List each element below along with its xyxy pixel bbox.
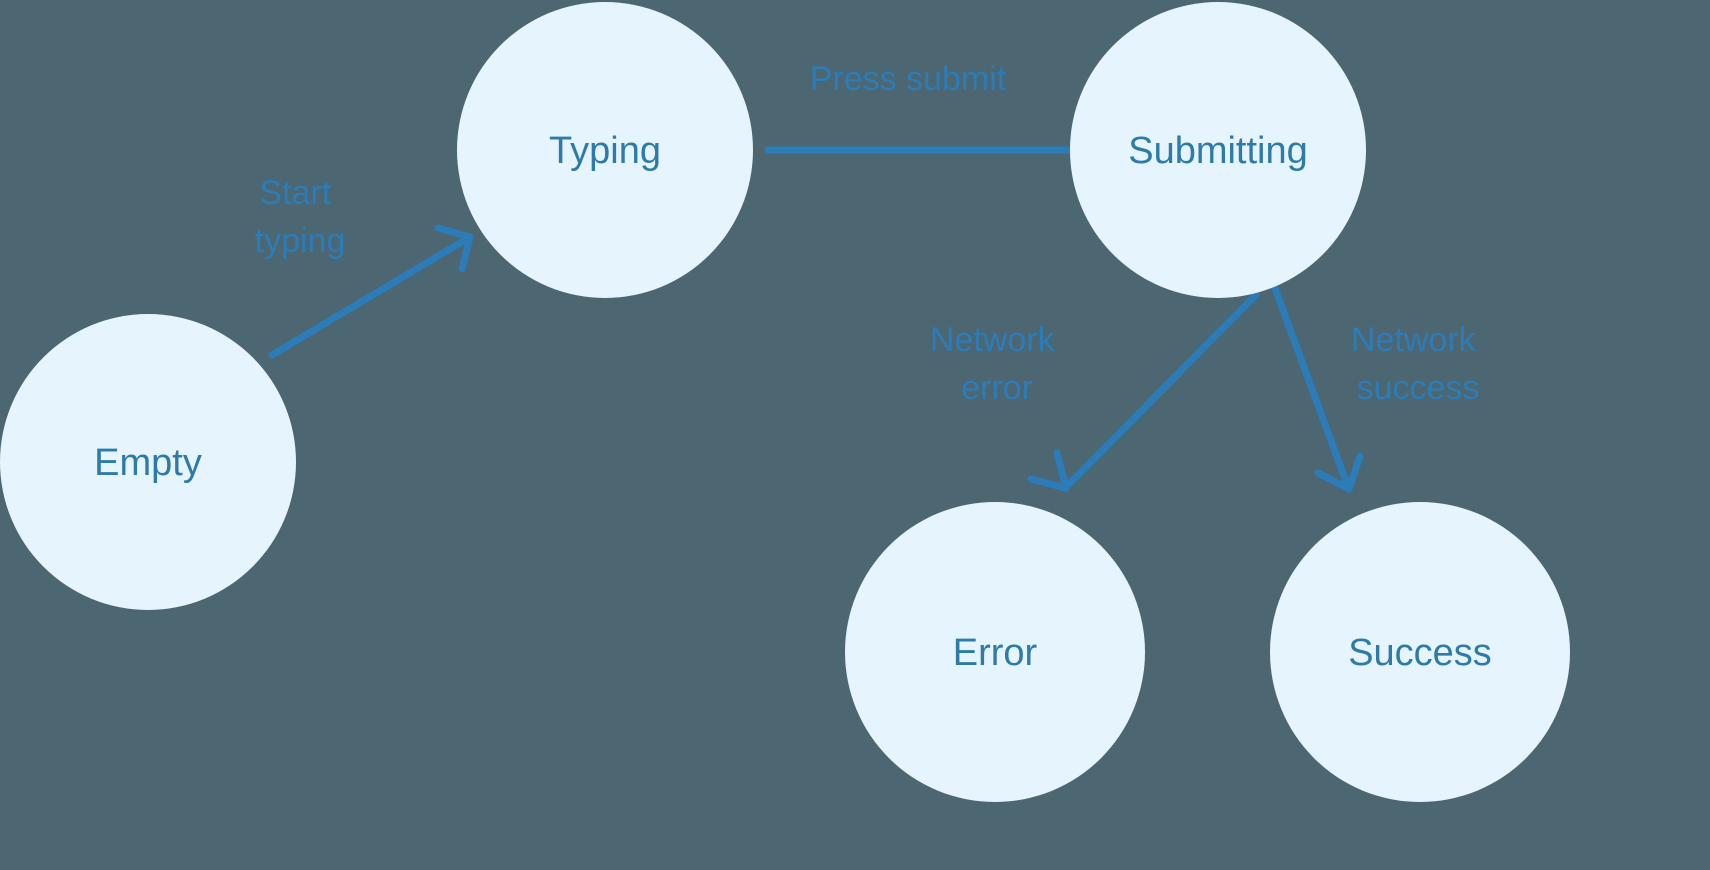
state-node-circle-submitting[interactable] — [1070, 2, 1366, 298]
edge-label-line: typing — [255, 222, 346, 260]
state-node-success[interactable]: Success — [1270, 502, 1570, 802]
edge-label-line: Press submit — [810, 60, 1007, 98]
arrowhead-submitting-to-success — [1314, 452, 1364, 493]
edge-label-typing-to-submitting: Press submit — [810, 60, 1007, 98]
edge-line-submitting-to-error — [1062, 291, 1260, 491]
state-node-submitting[interactable]: Submitting — [1070, 2, 1366, 298]
edge-line-empty-to-typing — [268, 233, 474, 359]
state-node-label-success: Success — [1348, 632, 1492, 674]
state-node-label-submitting: Submitting — [1128, 130, 1308, 172]
edge-label-submitting-to-success: Network success — [1351, 321, 1485, 407]
state-node-error[interactable]: Error — [845, 502, 1145, 802]
state-node-label-error: Error — [953, 632, 1038, 674]
state-node-label-typing: Typing — [549, 130, 661, 172]
edge-submitting-to-error: Network error — [930, 291, 1260, 492]
state-node-empty[interactable]: Empty — [0, 314, 296, 610]
edge-label-empty-to-typing: Start typing — [255, 174, 346, 260]
arrowhead-empty-to-typing — [434, 224, 474, 273]
state-node-circle-error[interactable] — [845, 502, 1145, 802]
edge-label-line: Network — [930, 321, 1056, 359]
edge-empty-to-typing: Start typing — [255, 174, 474, 359]
edge-label-submitting-to-error: Network error — [930, 321, 1064, 407]
edge-label-line: success — [1357, 369, 1480, 407]
edge-typing-to-submitting: Press submit — [764, 60, 1146, 178]
edge-line-submitting-to-success — [1268, 276, 1352, 491]
edge-label-line: Start — [259, 174, 331, 212]
edge-label-line: error — [961, 369, 1033, 407]
state-node-circle-typing[interactable] — [457, 2, 753, 298]
state-node-typing[interactable]: Typing — [457, 2, 753, 298]
state-node-circle-success[interactable] — [1270, 502, 1570, 802]
edge-label-line: Network — [1351, 321, 1477, 359]
edge-submitting-to-success: Network success — [1268, 276, 1485, 493]
state-node-label-empty: Empty — [94, 442, 202, 484]
state-node-circle-empty[interactable] — [0, 314, 296, 610]
arrowhead-submitting-to-error — [1027, 449, 1070, 492]
